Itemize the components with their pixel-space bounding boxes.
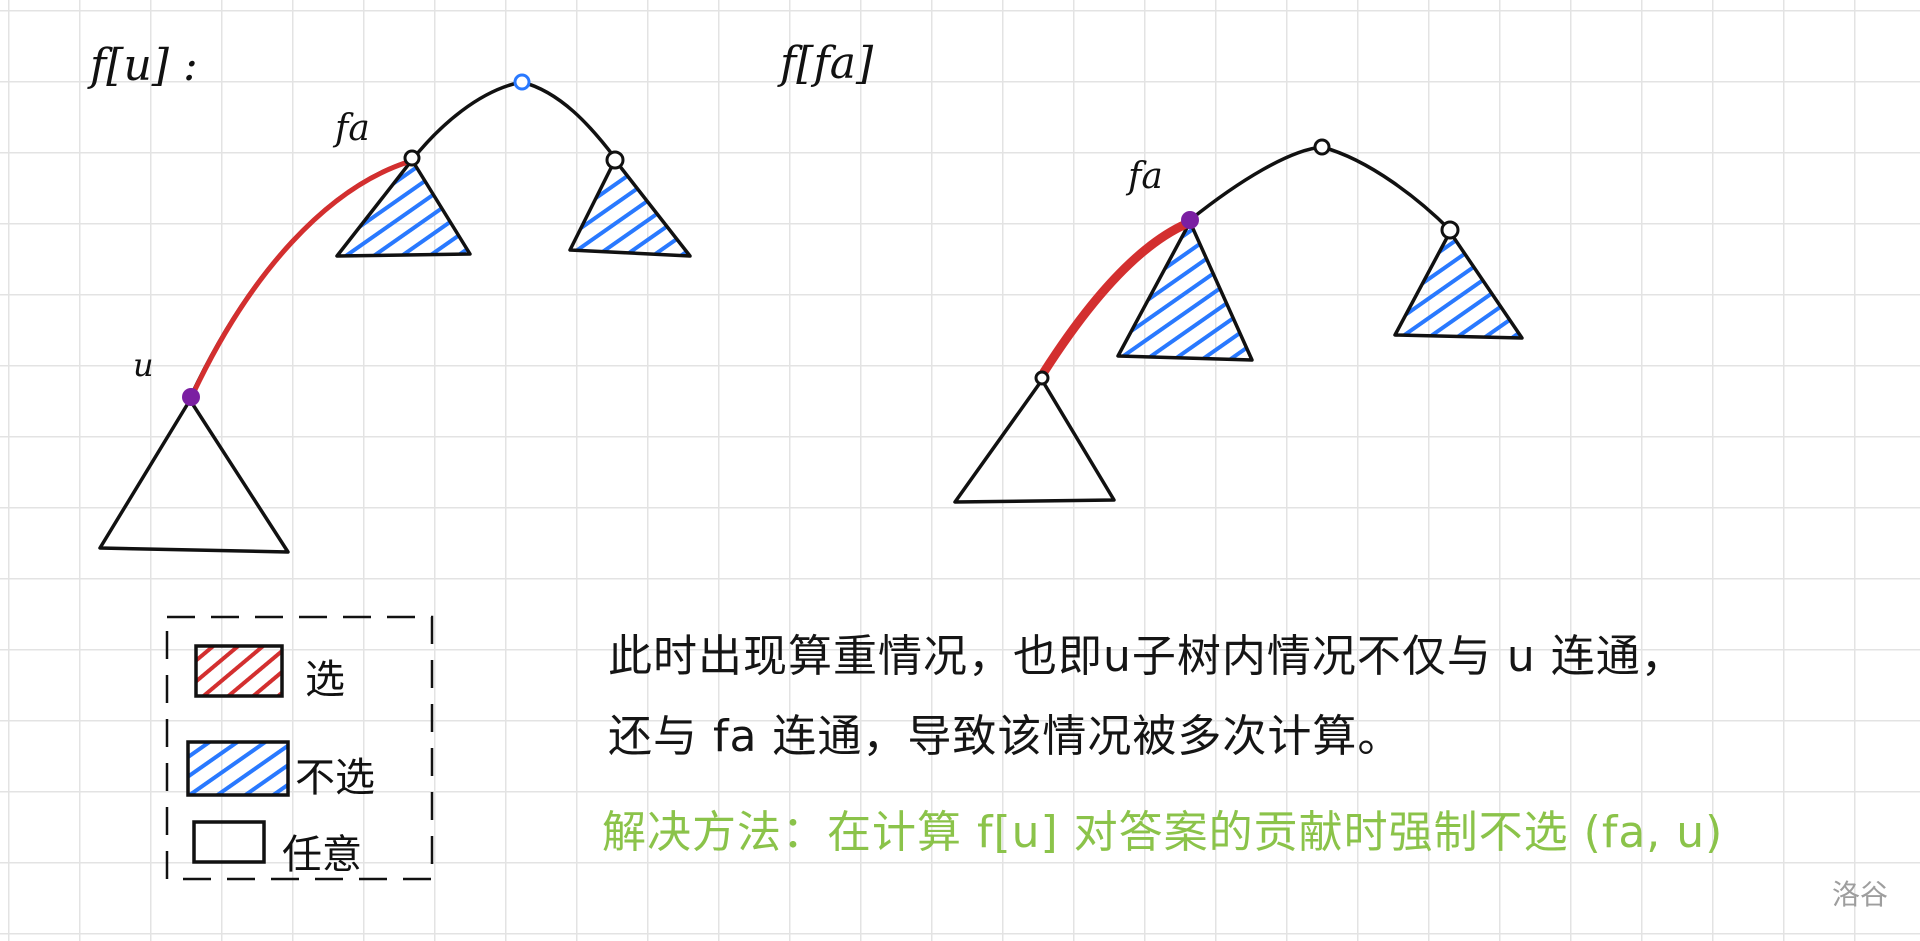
legend-blue-swatch-hatch <box>188 742 288 795</box>
note-line-1: 此时出现算重情况，也即u子树内情况不仅与 u 连通， <box>608 631 1686 682</box>
note-line-2: 还与 fa 连通，导致该情况被多次计算。 <box>608 711 1403 762</box>
right-edge-root-right <box>1320 145 1452 232</box>
left-selected-edge-fa-u <box>189 159 411 399</box>
left-diagram-title: f[u] : <box>90 40 198 91</box>
right-u-subtree <box>953 378 1116 504</box>
legend-red-swatch-hatch <box>196 646 282 696</box>
right-fa-subtree <box>1116 220 1254 362</box>
legend-red-swatch <box>194 644 284 698</box>
legend-border <box>165 615 434 881</box>
left-u-node <box>182 388 200 406</box>
left-u-subtree <box>98 398 290 554</box>
solution-note: 解决方法：在计算 f[u] 对答案的贡献时强制不选 (fa, u) <box>602 807 1724 858</box>
right-selected-edge-fa-u <box>1039 219 1191 377</box>
right-diagram-title: f[fa] <box>780 38 874 89</box>
left-right-subtree-hatch <box>570 160 690 256</box>
legend-select-label: 选 <box>305 657 345 703</box>
left-fa-subtree <box>335 158 472 258</box>
left-u-label: u <box>133 346 154 384</box>
luogu-watermark: 洛谷 <box>1831 878 1888 911</box>
left-right-child-node <box>605 150 625 170</box>
right-right-subtree <box>1393 230 1524 340</box>
left-root-node <box>513 73 531 91</box>
legend-not-select-label: 不选 <box>295 755 375 801</box>
left-edge-root-fa <box>410 80 524 162</box>
right-tree <box>953 145 1524 504</box>
right-fa-label: fa <box>1128 156 1163 197</box>
right-fa-subtree-hatch <box>1118 222 1252 360</box>
left-edge-fa-u <box>188 158 414 400</box>
right-root-node <box>1313 138 1331 156</box>
right-right-child-node <box>1440 220 1460 240</box>
left-tree <box>98 80 692 554</box>
left-edge-root-right <box>520 80 617 160</box>
right-u-node <box>1034 370 1050 386</box>
left-fa-label: fa <box>335 108 370 149</box>
legend-box <box>165 615 434 881</box>
legend-any-label: 任意 <box>282 832 362 878</box>
left-right-subtree <box>568 158 692 258</box>
right-fa-node <box>1181 211 1199 229</box>
right-edge-root-fa <box>1188 145 1324 222</box>
left-fa-node <box>403 149 421 167</box>
legend-blue-swatch <box>186 740 290 797</box>
legend-empty-swatch <box>192 820 266 864</box>
